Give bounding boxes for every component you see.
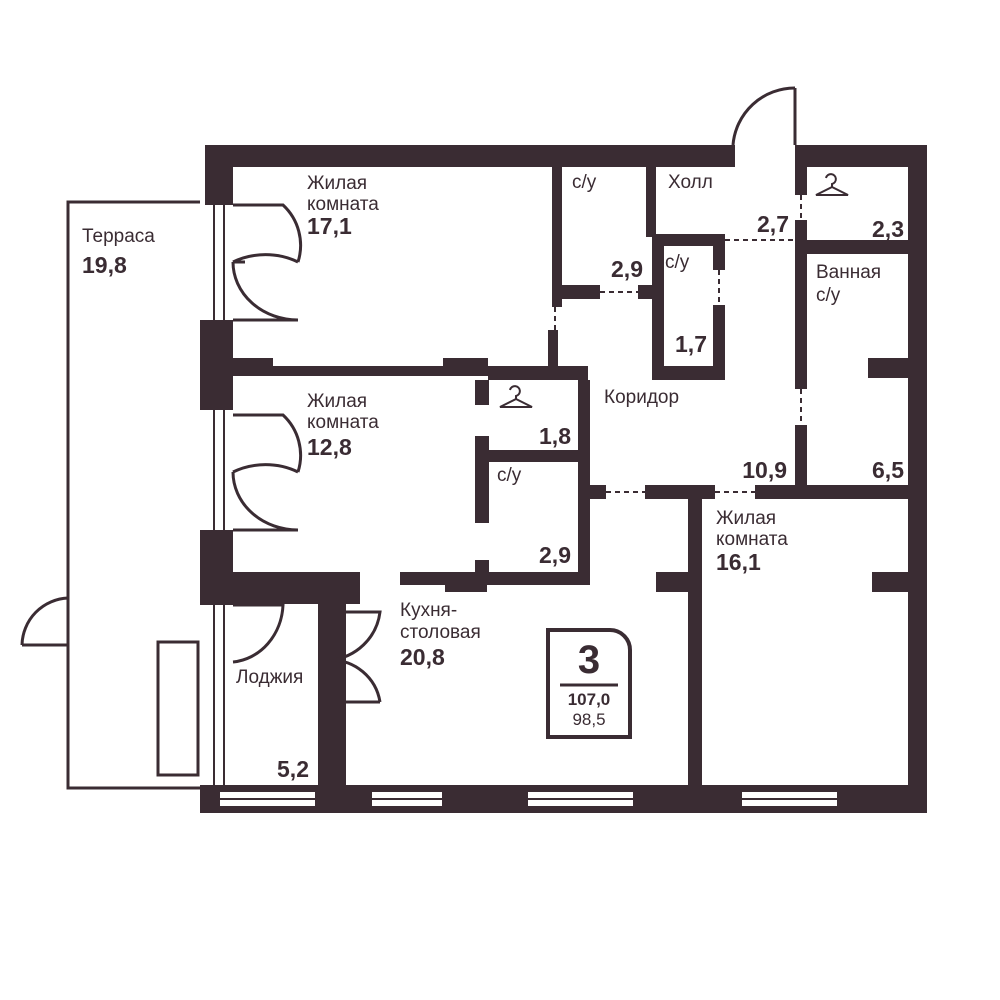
room-wardrobe-top: 2,3 bbox=[872, 216, 904, 242]
room-bathroom-top: с/у 2,9 bbox=[572, 172, 643, 282]
room-name-line1: Кухня- bbox=[400, 600, 457, 621]
dashed-openings bbox=[554, 195, 802, 493]
hanger-icon bbox=[815, 173, 849, 196]
room-area: 20,8 bbox=[400, 644, 445, 670]
room-bathroom-main: Ванная с/у 6,5 bbox=[816, 262, 904, 483]
windows bbox=[205, 205, 837, 806]
room-area: 6,5 bbox=[872, 457, 904, 483]
room-name: Коридор bbox=[604, 387, 679, 408]
room-name-line2: комната bbox=[307, 412, 379, 433]
room-name: Терраса bbox=[82, 226, 155, 247]
room-name-line2: комната bbox=[307, 194, 379, 215]
room-area: 5,2 bbox=[277, 756, 309, 782]
room-area: 16,1 bbox=[716, 549, 761, 575]
summary-badge: 3 107,0 98,5 bbox=[546, 628, 632, 739]
room-corridor: Коридор 10,9 bbox=[604, 387, 787, 483]
interior-walls bbox=[233, 167, 908, 785]
room-area: 12,8 bbox=[307, 434, 352, 460]
room-loggia: Лоджия 5,2 bbox=[236, 667, 309, 782]
entrance-door bbox=[731, 86, 797, 146]
room-name: с/у bbox=[572, 172, 597, 193]
room-area: 10,9 bbox=[742, 457, 787, 483]
room-living-2: Жилая комната 12,8 bbox=[307, 391, 379, 460]
room-terrace: Терраса 19,8 bbox=[82, 226, 155, 278]
badge-rooms-count: 3 bbox=[578, 638, 600, 682]
room-name-line2: с/у bbox=[816, 285, 841, 306]
hanger-icon bbox=[499, 385, 533, 408]
room-name: с/у bbox=[665, 252, 690, 273]
room-name-line1: Жилая bbox=[307, 391, 367, 412]
room-name: Лоджия bbox=[236, 667, 303, 688]
room-area: 2,7 bbox=[757, 211, 789, 237]
room-wardrobe-mid: 1,8 bbox=[539, 423, 571, 449]
room-name-line1: Жилая bbox=[307, 173, 367, 194]
room-area: 1,8 bbox=[539, 423, 571, 449]
room-area: 17,1 bbox=[307, 213, 352, 239]
badge-total-area: 107,0 bbox=[568, 690, 611, 709]
badge-living-area: 98,5 bbox=[572, 710, 605, 729]
room-kitchen: Кухня- столовая 20,8 bbox=[400, 600, 481, 670]
room-area: 1,7 bbox=[675, 331, 707, 357]
room-name: Холл bbox=[668, 172, 713, 193]
room-living-3: Жилая комната 16,1 bbox=[716, 508, 788, 575]
terrace bbox=[20, 200, 200, 790]
window-frames bbox=[213, 205, 837, 800]
room-name-line2: комната bbox=[716, 529, 788, 550]
room-area: 2,3 bbox=[872, 216, 904, 242]
room-hall: Холл 2,7 bbox=[668, 172, 789, 237]
room-area: 19,8 bbox=[82, 252, 127, 278]
balcony-doors bbox=[231, 203, 382, 704]
room-name: с/у bbox=[497, 465, 522, 486]
room-area: 2,9 bbox=[611, 256, 643, 282]
room-name-line2: столовая bbox=[400, 622, 481, 643]
room-name-line1: Жилая bbox=[716, 508, 776, 529]
room-area: 2,9 bbox=[539, 542, 571, 568]
room-bathroom-mid: с/у 2,9 bbox=[497, 465, 571, 568]
room-bathroom-small: с/у 1,7 bbox=[665, 252, 707, 357]
room-name-line1: Ванная bbox=[816, 262, 881, 283]
room-living-1: Жилая комната 17,1 bbox=[307, 173, 379, 239]
